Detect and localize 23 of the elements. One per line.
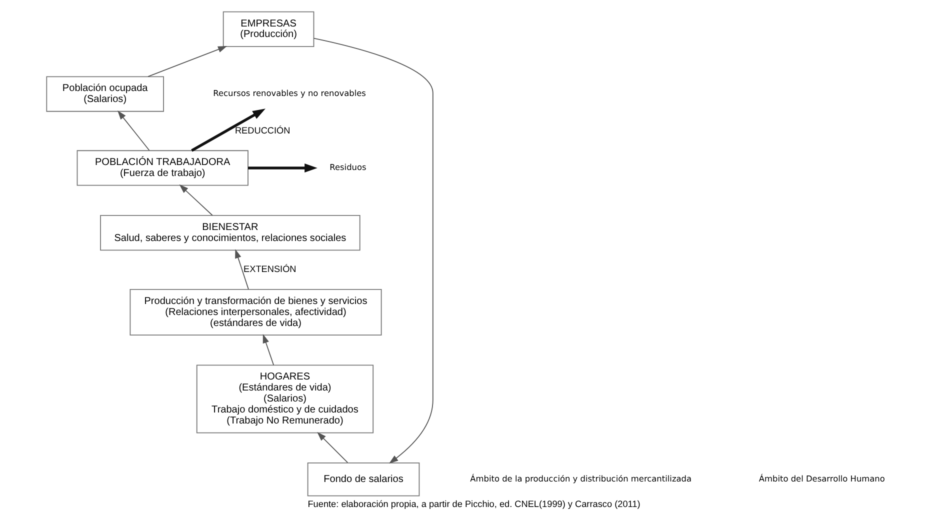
node-box: HOGARES (Estándares de vida) (Salarios) Trabajo doméstico y de cuidados (Trabajo No Remunerado) xyxy=(196,364,374,434)
caption: Fuente: elaboración propia, a partir de Picchio, ed. CNEL(1999) y Carrasco (2011) xyxy=(307,498,640,509)
arrow xyxy=(262,334,274,366)
edge-label: REDUCCIÓN xyxy=(234,125,290,136)
label: Ámbito del Desarrollo Humano xyxy=(758,473,884,484)
arrow xyxy=(234,249,248,290)
label: Ámbito de la producción y distribución mercantilizada xyxy=(470,473,692,484)
arrow xyxy=(248,164,317,172)
node-box: Población ocupada (Salarios) xyxy=(46,76,164,112)
node-box: Producción y transformación de bienes y servicios (Relaciones interpersonales, afectividad) (estándares de vida) xyxy=(129,288,382,336)
arrow xyxy=(178,184,212,216)
node-text: Recursos renovables y no renovables xyxy=(212,88,366,98)
node-box: BIENESTAR Salud, saberes y conocimientos, relaciones sociales xyxy=(100,215,360,251)
arrow xyxy=(117,110,150,151)
node-box: Fondo de salarios xyxy=(306,462,420,496)
edge-label: EXTENSIÓN xyxy=(243,264,296,274)
node-box: POBLACIÓN TRABAJADORA (Fuerza de trabajo) xyxy=(76,150,248,186)
arrow xyxy=(147,46,227,78)
node-box: EMPRESAS (Producción) xyxy=(222,11,314,47)
arrow xyxy=(316,432,348,464)
node-text: Residuos xyxy=(329,162,366,172)
arrow xyxy=(312,38,433,464)
arrow xyxy=(190,108,265,152)
